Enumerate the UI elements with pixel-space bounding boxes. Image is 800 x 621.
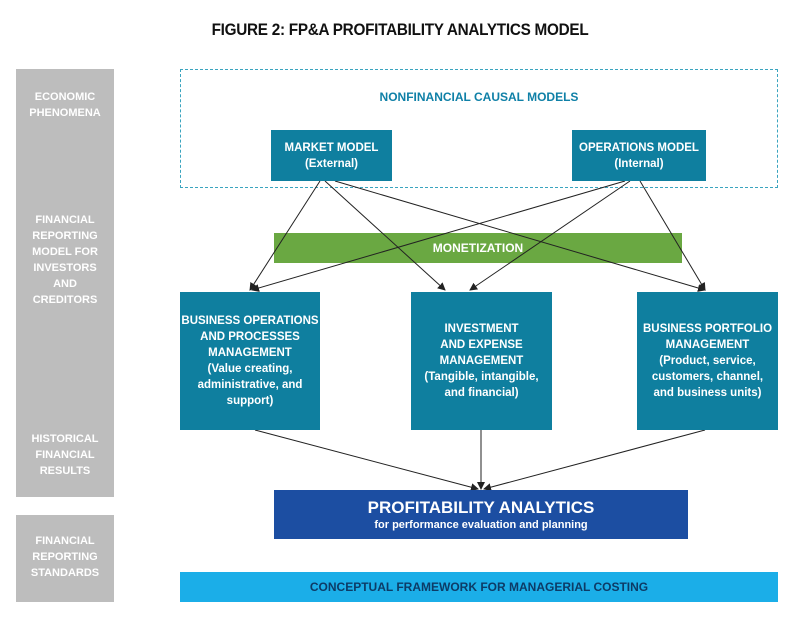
profitability-analytics-subtitle: for performance evaluation and planning (374, 518, 588, 531)
arrow-operations-to-investment (469, 180, 631, 291)
arrow-market-to-portfolio (334, 180, 706, 292)
figure-title: FIGURE 2: FP&A PROFITABILITY ANALYTICS M… (211, 20, 589, 39)
sidebar-label-reporting-standards: FINANCIAL REPORTING STANDARDS (30, 535, 100, 579)
profitability-analytics-box: PROFITABILITY ANALYTICS for performance … (274, 490, 688, 539)
sidebar-panel-standards (16, 515, 114, 602)
arrow-market-to-investment (324, 180, 446, 291)
conceptual-framework-bar: CONCEPTUAL FRAMEWORK FOR MANAGERIAL COST… (180, 572, 778, 602)
arrow-market-to-business-ops (249, 180, 321, 291)
sidebar-label-financial-reporting-model: FINANCIAL REPORTING MODEL FOR INVESTORS … (32, 214, 98, 306)
monetization-bar: MONETIZATION (274, 233, 682, 263)
sidebar-label-historical-results: HISTORICAL FINANCIAL RESULTS (31, 433, 99, 477)
business-portfolio-box: BUSINESS PORTFOLIO MANAGEMENT (Product, … (637, 292, 778, 430)
sidebar-panel (16, 69, 114, 497)
arrow-operations-to-business-ops (251, 180, 626, 292)
business-operations-box: BUSINESS OPERATIONS AND PROCESSES MANAGE… (180, 292, 320, 430)
profitability-analytics-title: PROFITABILITY ANALYTICS (367, 497, 595, 517)
market-model-box: MARKET MODEL (External) (271, 130, 392, 181)
arrow-business-ops-to-profitability (254, 429, 479, 492)
investment-expense-box: INVESTMENT AND EXPENSE MANAGEMENT (Tangi… (411, 292, 552, 430)
operations-model-box: OPERATIONS MODEL (Internal) (572, 130, 706, 181)
arrow-portfolio-to-profitability (483, 429, 706, 492)
nonfinancial-causal-models-region (180, 69, 778, 188)
nonfinancial-causal-models-title: NONFINANCIAL CAUSAL MODELS (379, 90, 579, 104)
arrow-operations-to-portfolio (639, 180, 706, 291)
sidebar-label-economic-phenomena: ECONOMIC PHENOMENA (29, 91, 101, 119)
